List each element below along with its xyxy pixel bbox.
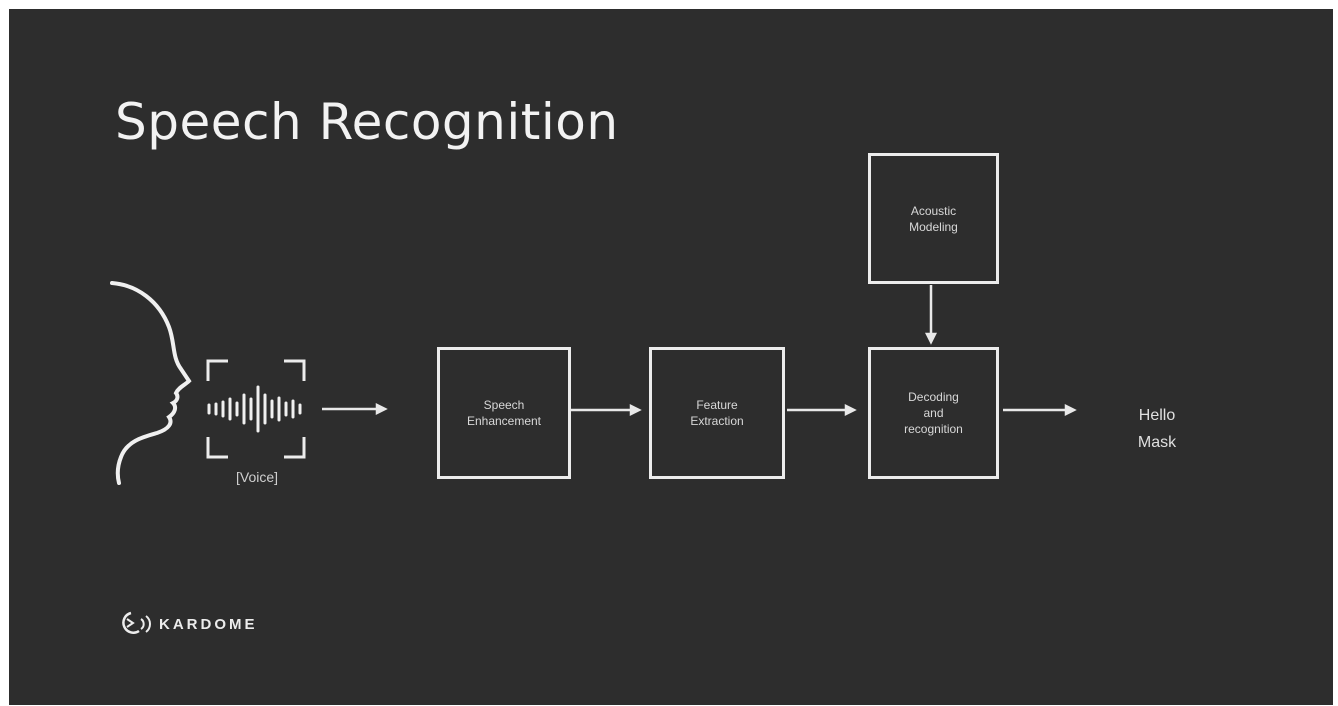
acoustic-modeling-label-2: Modeling (909, 219, 958, 234)
arrow-feature-to-decoding (787, 403, 857, 417)
speech-enhancement-label-2: Enhancement (466, 414, 542, 428)
arrow-acoustic-to-decoding (924, 285, 938, 345)
speech-enhancement-label-1: Speech (483, 398, 525, 412)
feature-extraction-block: Feature Extraction (649, 347, 785, 479)
diagram-lines (110, 281, 1077, 485)
output-text: Hello Mask (1102, 402, 1212, 456)
decoding-block: Decoding and recognition (868, 347, 999, 479)
slide: Speech Recognition (9, 9, 1333, 705)
kardome-logo-icon (122, 611, 151, 634)
waveform-icon (207, 385, 302, 433)
voice-label: [Voice] (235, 469, 279, 485)
logo-text: KARDOME (159, 615, 258, 633)
acoustic-modeling-block: Acoustic Modeling (868, 153, 999, 284)
output-line-1: Hello (1138, 407, 1176, 424)
output-line-2: Mask (1137, 434, 1177, 451)
feature-extraction-label-1: Feature (696, 398, 738, 412)
arrow-decoding-to-output (1003, 403, 1077, 417)
decoding-label-2: and (923, 406, 944, 420)
arrow-enhancement-to-feature (571, 403, 642, 417)
arrow-voice-to-enhancement (322, 402, 388, 416)
decoding-label-3: recognition (904, 422, 963, 436)
speech-enhancement-block: Speech Enhancement (437, 347, 571, 479)
feature-extraction-label-2: Extraction (690, 414, 744, 428)
head-profile-icon (110, 281, 192, 485)
slide-title: Speech Recognition (115, 93, 619, 151)
kardome-logo: KARDOME (119, 609, 258, 639)
voice-frame-icon (206, 359, 306, 459)
decoding-label-1: Decoding (908, 390, 959, 404)
acoustic-modeling-label-1: Acoustic (910, 203, 957, 218)
